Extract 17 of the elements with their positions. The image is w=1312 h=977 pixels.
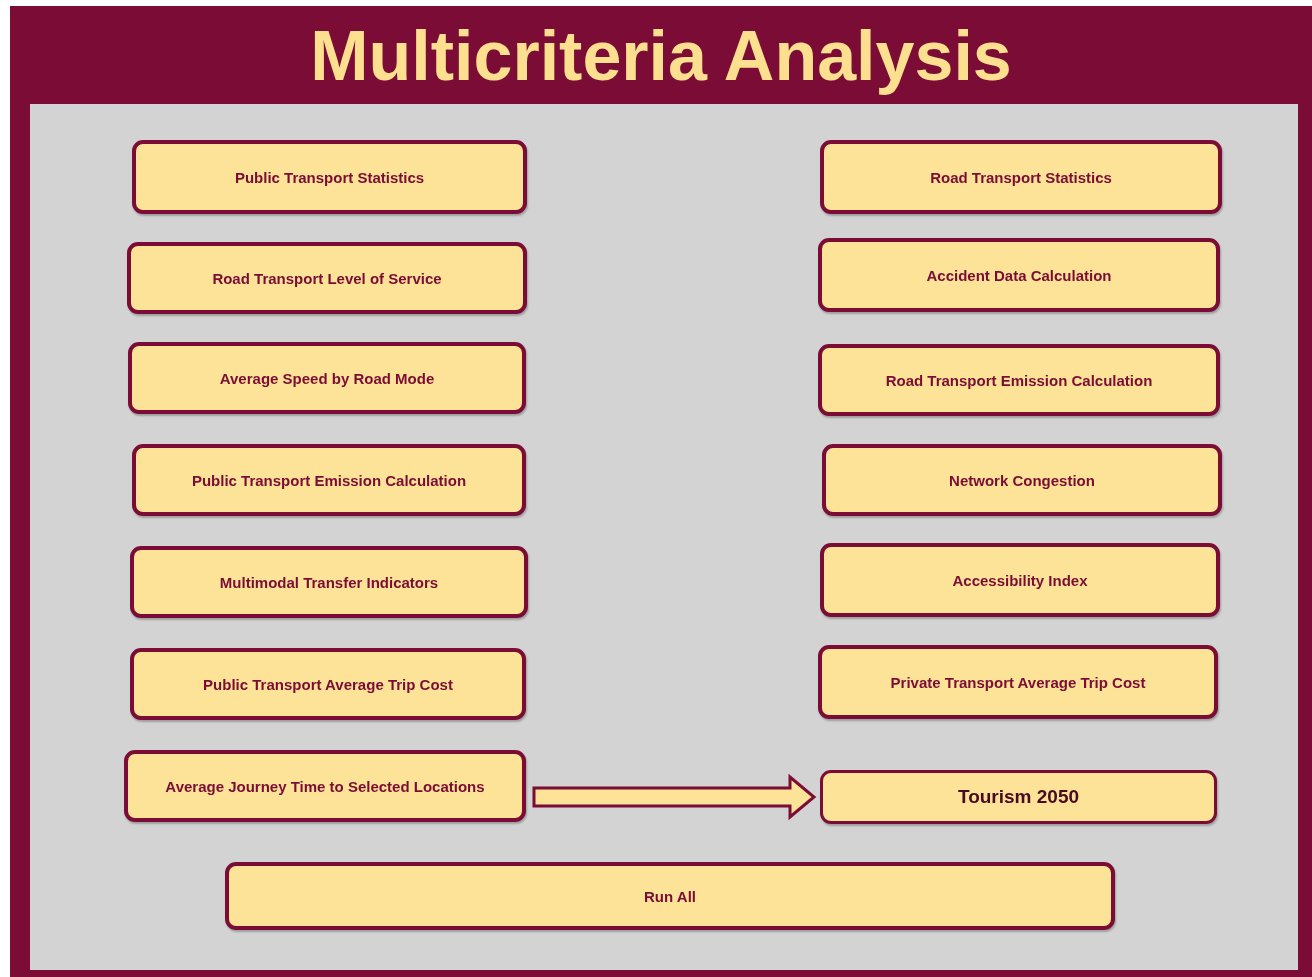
analysis-button: Accessibility Index [820,543,1220,617]
analysis-button: Network Congestion [822,444,1222,516]
analysis-button: Road Transport Statistics [820,140,1222,214]
title: Multicriteria Analysis [310,16,1012,96]
analysis-button: Average Journey Time to Selected Locations [124,750,526,822]
analysis-button: Public Transport Emission Calculation [132,444,526,516]
block-arrow [532,773,817,821]
analysis-button: Road Transport Emission Calculation [818,344,1220,416]
analysis-button: Road Transport Level of Service [127,242,527,314]
analysis-button: Public Transport Average Trip Cost [130,648,526,720]
analysis-button: Average Speed by Road Mode [128,342,526,414]
analysis-button: Public Transport Statistics [132,140,527,214]
scenario-button: Tourism 2050 [820,770,1217,824]
analysis-button: Private Transport Average Trip Cost [818,645,1218,719]
analysis-button: Accident Data Calculation [818,238,1220,312]
run-all-button: Run All [225,862,1115,930]
analysis-button: Multimodal Transfer Indicators [130,546,528,618]
